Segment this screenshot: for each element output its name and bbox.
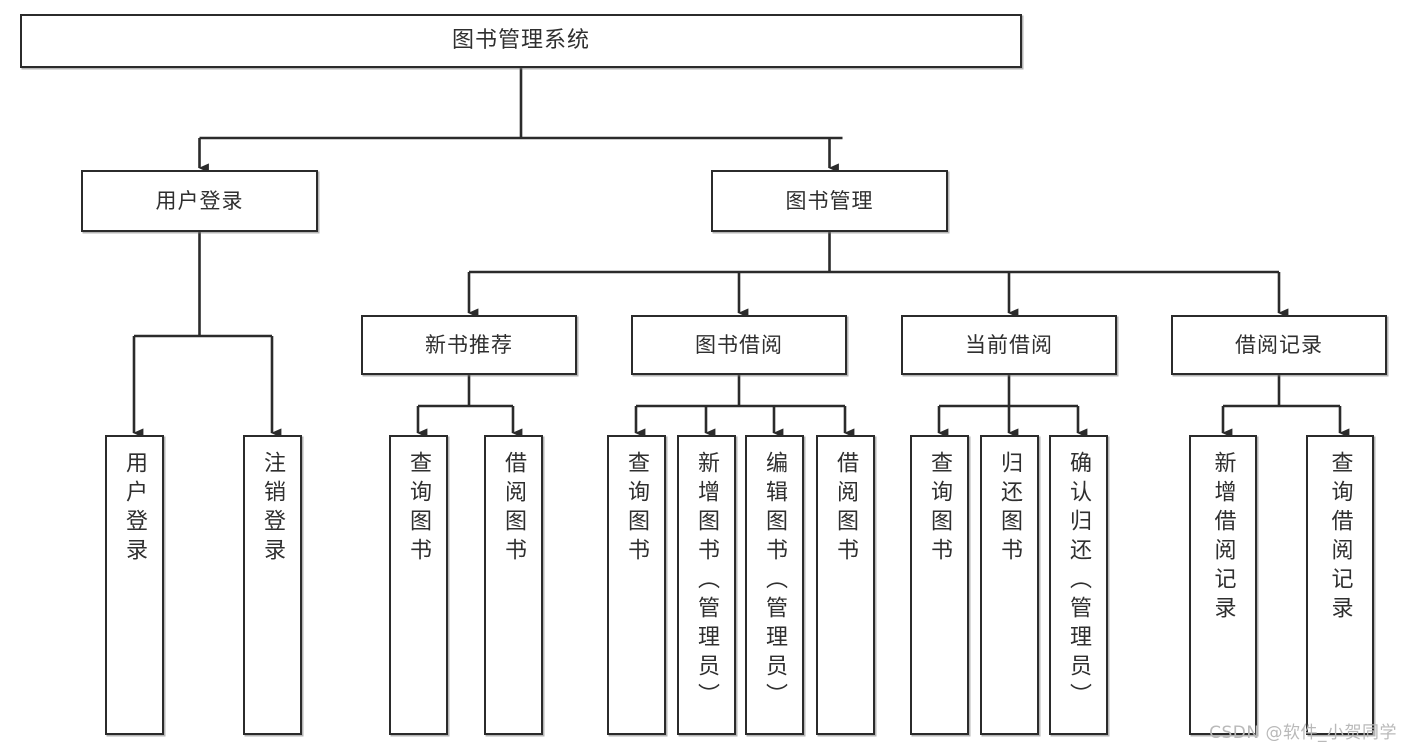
node-label: 图书借阅	[695, 332, 783, 357]
leaf-borrow-edit-book-admin[interactable]: 编辑图书（管理员）	[745, 435, 804, 735]
node-borrow-record[interactable]: 借阅记录	[1171, 315, 1387, 375]
node-label: 查询图书	[624, 451, 650, 567]
node-book-management[interactable]: 图书管理	[711, 170, 948, 232]
node-current-borrow[interactable]: 当前借阅	[901, 315, 1117, 375]
leaf-record-query-borrow-record[interactable]: 查询借阅记录	[1306, 435, 1374, 735]
node-new-book-recommend[interactable]: 新书推荐	[361, 315, 577, 375]
leaf-record-add-borrow-record[interactable]: 新增借阅记录	[1189, 435, 1257, 735]
node-label: 借阅图书	[833, 451, 859, 567]
node-label: 用户登录	[122, 451, 148, 567]
node-label: 新增借阅记录	[1210, 451, 1236, 625]
node-label: 图书管理系统	[451, 28, 590, 54]
node-label: 图书管理	[785, 188, 874, 213]
leaf-borrow-borrow-book[interactable]: 借阅图书	[816, 435, 875, 735]
leaf-borrow-add-book-admin[interactable]: 新增图书（管理员）	[677, 435, 736, 735]
node-label: 查询借阅记录	[1327, 451, 1353, 625]
node-label: 编辑图书（管理员）	[762, 451, 788, 712]
node-root-system[interactable]: 图书管理系统	[20, 14, 1022, 68]
leaf-recommend-borrow-book[interactable]: 借阅图书	[484, 435, 543, 735]
leaf-current-return-book[interactable]: 归还图书	[980, 435, 1039, 735]
leaf-user-login-logout[interactable]: 注销登录	[243, 435, 302, 735]
node-user-login[interactable]: 用户登录	[81, 170, 318, 232]
leaf-current-confirm-return-admin[interactable]: 确认归还（管理员）	[1049, 435, 1108, 735]
node-label: 当前借阅	[965, 332, 1053, 357]
leaf-current-query-book[interactable]: 查询图书	[910, 435, 969, 735]
leaf-user-login-login[interactable]: 用户登录	[105, 435, 164, 735]
node-label: 新书推荐	[425, 332, 513, 357]
node-label: 查询图书	[406, 451, 432, 567]
node-label: 归还图书	[997, 451, 1023, 567]
node-label: 查询图书	[927, 451, 953, 567]
node-label: 注销登录	[260, 451, 286, 567]
node-label: 确认归还（管理员）	[1066, 451, 1092, 712]
node-label: 借阅图书	[501, 451, 527, 567]
node-book-borrow[interactable]: 图书借阅	[631, 315, 847, 375]
leaf-borrow-query-book[interactable]: 查询图书	[607, 435, 666, 735]
leaf-recommend-query-book[interactable]: 查询图书	[389, 435, 448, 735]
node-label: 借阅记录	[1235, 332, 1323, 357]
watermark: CSDN @软件_小贺同学	[1209, 723, 1397, 743]
node-label: 新增图书（管理员）	[694, 451, 720, 712]
node-label: 用户登录	[155, 188, 244, 213]
